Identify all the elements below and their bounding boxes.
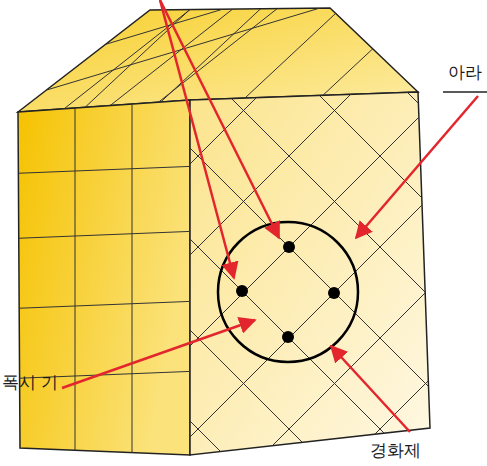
grid-left [0,0,200,466]
grid-line [0,0,487,76]
cube-left [18,100,190,455]
zoom-circle [218,222,358,362]
grid-line [305,0,425,112]
grid-top [0,0,487,112]
grid-line [0,166,200,174]
grid-line [0,231,200,239]
grid-line [102,8,234,112]
label-underline [443,91,487,93]
label-text: 아라 [446,62,484,82]
label-text: 경화제 [368,440,423,460]
grid-line [132,0,133,466]
grid-line [75,0,76,466]
grid-line [0,301,200,309]
grid-line [82,0,487,466]
leader-lines [62,0,478,432]
grid-line [0,0,487,104]
label-text: 폭시 기 [0,372,60,392]
crosslink-dots [236,241,340,343]
grid-line [80,0,200,112]
